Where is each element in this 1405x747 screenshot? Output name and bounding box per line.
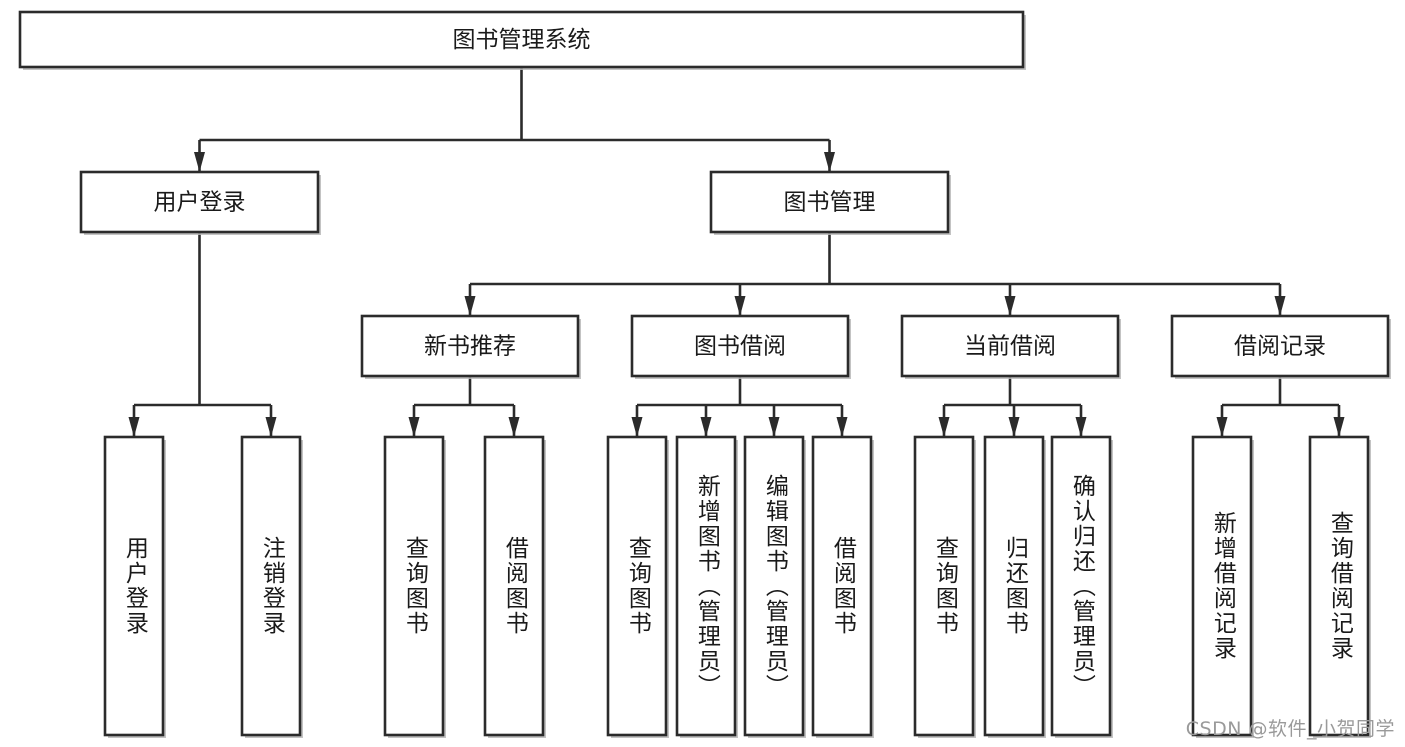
node-label-book-borrow: 图书借阅 xyxy=(694,334,786,360)
node-label-new-book-recommend: 新书推荐 xyxy=(424,334,516,360)
arrow-head-user-login-0 xyxy=(128,417,140,437)
connector-layer xyxy=(128,67,1345,437)
node-label-book-manage: 图书管理 xyxy=(784,190,876,216)
node-box-nbr-borrow-book[interactable] xyxy=(483,435,545,737)
node-box-current-borrow[interactable] xyxy=(900,314,1120,378)
arrow-head-book-manage-2 xyxy=(1004,296,1016,316)
node-box-book-borrow[interactable] xyxy=(630,314,850,378)
node-box-borrow-record[interactable] xyxy=(1170,314,1390,378)
arrow-head-book-borrow-3 xyxy=(836,417,848,437)
arrow-head-root-0 xyxy=(194,152,205,172)
node-box-bb-borrow-book[interactable] xyxy=(811,435,873,737)
arrow-head-user-login-1 xyxy=(265,417,277,437)
node-box-nbr-query-book[interactable] xyxy=(383,435,445,737)
arrow-head-current-borrow-0 xyxy=(938,417,950,437)
node-box-user-login[interactable] xyxy=(79,170,320,234)
arrow-head-current-borrow-1 xyxy=(1008,417,1020,437)
arrow-head-new-book-recommend-1 xyxy=(508,417,520,437)
node-label-borrow-record: 借阅记录 xyxy=(1234,334,1326,360)
arrow-head-book-borrow-0 xyxy=(631,417,643,437)
node-box-cb-confirm-return[interactable] xyxy=(1050,435,1112,737)
node-box-user-login-leaf[interactable] xyxy=(103,435,165,737)
node-box-bb-edit-book[interactable] xyxy=(743,435,805,737)
arrow-head-borrow-record-1 xyxy=(1333,417,1345,437)
arrow-head-book-manage-0 xyxy=(464,296,476,316)
watermark-text: CSDN @软件_小贺同学 xyxy=(1185,718,1395,740)
arrow-head-book-borrow-2 xyxy=(768,417,780,437)
node-label-current-borrow: 当前借阅 xyxy=(964,334,1056,360)
arrow-head-book-manage-1 xyxy=(734,296,746,316)
node-label-root: 图书管理系统 xyxy=(453,27,591,53)
node-box-root[interactable] xyxy=(18,10,1025,69)
arrow-head-new-book-recommend-0 xyxy=(408,417,420,437)
node-box-cb-query-book[interactable] xyxy=(913,435,975,737)
arrow-head-book-borrow-1 xyxy=(700,417,712,437)
arrow-head-current-borrow-2 xyxy=(1075,417,1087,437)
node-box-new-book-recommend[interactable] xyxy=(360,314,580,378)
node-box-cb-return-book[interactable] xyxy=(983,435,1045,737)
node-box-br-query-record[interactable] xyxy=(1308,435,1370,737)
node-box-bb-add-book[interactable] xyxy=(675,435,737,737)
arrow-head-root-1 xyxy=(824,152,835,172)
arrow-head-book-manage-3 xyxy=(1274,296,1286,316)
node-box-br-add-record[interactable] xyxy=(1191,435,1253,737)
node-box-user-logout-leaf[interactable] xyxy=(240,435,302,737)
node-label-user-login: 用户登录 xyxy=(154,190,246,216)
arrow-head-borrow-record-0 xyxy=(1216,417,1228,437)
node-box-bb-query-book[interactable] xyxy=(606,435,668,737)
node-layer xyxy=(18,10,1391,738)
node-box-book-manage[interactable] xyxy=(709,170,950,234)
